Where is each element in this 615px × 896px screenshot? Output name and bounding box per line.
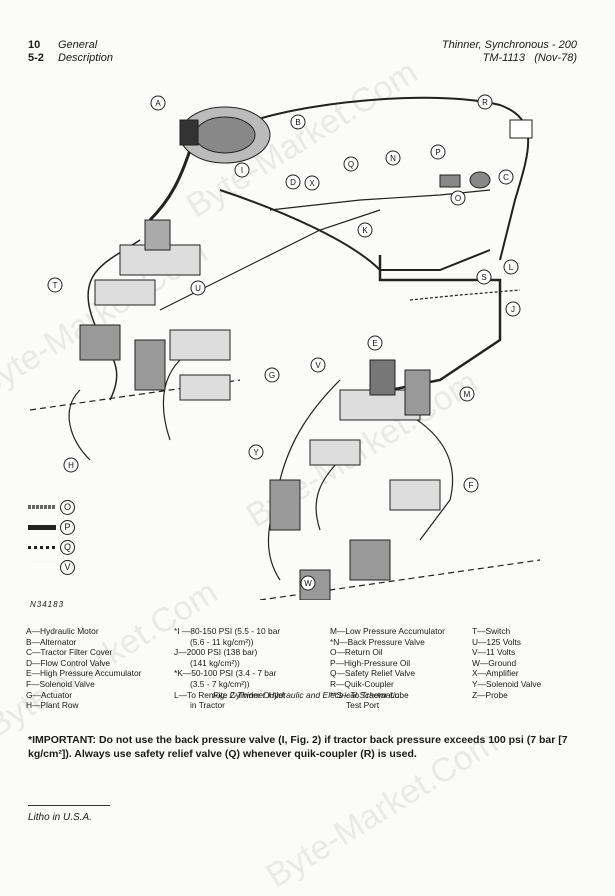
callout-N: N <box>390 154 396 163</box>
legend-item: F—Solenoid Valve <box>26 678 95 689</box>
callout-Y: Y <box>253 448 259 457</box>
callout-H: H <box>68 461 74 470</box>
doc-title: Thinner, Synchronous - 200 <box>441 39 577 51</box>
legend-item: V—11 Volts <box>472 647 516 658</box>
legend-column-3: M—Low Pressure Accumulator*N—Back Pressu… <box>330 626 445 711</box>
legend-item: C—Tractor Filter Cover <box>26 647 113 658</box>
callout-A: A <box>155 99 161 108</box>
callout-S: S <box>481 273 486 282</box>
legend-item: **S—To Tractor Lube <box>330 689 409 700</box>
callout-L: L <box>509 263 514 272</box>
callout-V: V <box>315 361 321 370</box>
page-number: 10 <box>28 39 41 51</box>
callout-M: M <box>464 390 471 399</box>
callout-K: K <box>362 226 368 235</box>
section-title: General <box>58 39 98 51</box>
callout-E: E <box>372 339 377 348</box>
symbol-high-pressure-oil: P <box>60 519 75 535</box>
legend-item: L—To Remote Cylinder Outlet <box>174 689 286 700</box>
symbol-125-volts: Q <box>60 539 75 555</box>
legend-item: Q—Safety Relief Valve <box>330 668 416 679</box>
legend-item: B—Alternator <box>26 636 77 647</box>
callout-R: R <box>482 98 488 107</box>
legend-item: (5.6 - 11 kg/cm²)) <box>190 636 254 647</box>
legend-item: H—Plant Row <box>26 700 79 711</box>
legend-item: Z—Probe <box>472 689 508 700</box>
callout-W: W <box>304 579 312 588</box>
callout-I: I <box>241 166 243 175</box>
symbol-return-oil: O <box>60 499 75 515</box>
legend-item: *N—Back Pressure Valve <box>330 636 425 647</box>
callout-J: J <box>511 305 515 314</box>
important-note: *IMPORTANT: Do not use the back pressure… <box>28 734 568 760</box>
legend-item: J—2000 PSI (138 bar) <box>174 647 258 658</box>
callout-B: B <box>295 118 300 127</box>
callout-X: X <box>309 179 315 188</box>
legend-item: X—Amplifier <box>472 668 519 679</box>
legend-item: W—Ground <box>472 657 517 668</box>
legend-item: D—Flow Control Valve <box>26 657 111 668</box>
callout-C: C <box>503 173 509 182</box>
image-code: N34183 <box>30 600 65 609</box>
section-subtitle: Description <box>58 52 114 64</box>
symbol-11-volts: V <box>60 559 75 575</box>
section-number: 5-2 <box>28 52 44 64</box>
legend-item: O—Return Oil <box>330 647 383 658</box>
legend-item: G—Actuator <box>26 689 73 700</box>
hydraulic-electrical-schematic: A B C D E F G H I J K L M N O P Q R S T … <box>29 94 541 600</box>
callout-Q: Q <box>348 160 354 169</box>
legend-item: (141 kg/cm²)) <box>190 657 240 668</box>
legend-item: R—Quik-Coupler <box>330 678 394 689</box>
legend-item: A—Hydraulic Motor <box>26 626 99 636</box>
callout-G: G <box>269 371 275 380</box>
legend-item: P—High-Pressure Oil <box>330 657 411 668</box>
footer-text: Litho in U.S.A. <box>28 812 92 823</box>
callout-D: D <box>290 178 296 187</box>
footer-divider <box>28 805 110 806</box>
legend-item: *I —80-150 PSI (5.5 - 10 bar <box>174 626 281 636</box>
callout-T: T <box>53 281 58 290</box>
alternator <box>179 106 271 164</box>
legend-column-2: *I —80-150 PSI (5.5 - 10 bar(5.6 - 11 kg… <box>174 626 285 711</box>
legend-item: T—Switch <box>472 626 511 636</box>
legend-item: (3.5 - 7 kg/cm²)) <box>190 678 250 689</box>
callout-O: O <box>455 194 461 203</box>
doc-id: TM-1113 <box>482 52 526 64</box>
callout-F: F <box>469 481 474 490</box>
callout-P: P <box>435 148 440 157</box>
legend-item: E—High Pressure Accumulator <box>26 668 142 679</box>
figure-caption: Fig. 2-Thinner Hydraulic and Electrical … <box>212 690 400 700</box>
page-header-right: Thinner, Synchronous - 200 TM-1113 (Nov-… <box>442 39 577 65</box>
callout-U: U <box>195 284 201 293</box>
legend-item: in Tractor <box>190 700 225 711</box>
legend-item: M—Low Pressure Accumulator <box>330 626 445 636</box>
legend-item: U—125 Volts <box>472 636 521 647</box>
page-header-left: 10 General 5-2 Description <box>28 39 113 65</box>
legend-item: Test Port <box>346 700 380 711</box>
legend-item: *K—50-100 PSI (3.4 - 7 bar <box>174 668 277 679</box>
symbol-legend: O P Q V <box>28 497 75 577</box>
legend-item: Y—Solenoid Valve <box>472 678 542 689</box>
doc-date: (Nov-78) <box>534 52 577 64</box>
